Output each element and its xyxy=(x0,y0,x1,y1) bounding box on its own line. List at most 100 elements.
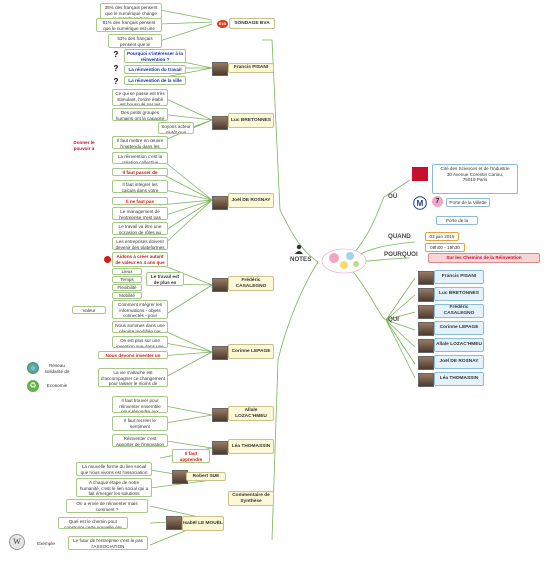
casalegno-tag[interactable]: Flexibilité xyxy=(112,284,142,291)
globe-icon xyxy=(27,362,39,374)
qui-person-node[interactable]: Joël DE ROSNAY xyxy=(434,355,484,369)
person-allale-lozachmeu[interactable]: Allale LOZAC'HMEU xyxy=(228,406,274,421)
alert-icon xyxy=(104,256,111,263)
qui-person-node[interactable]: Francis PISANI xyxy=(434,270,484,284)
lozac-note-1[interactable]: Il faut trouver pour réinventer ensemble… xyxy=(112,396,168,413)
casalegno-note-1[interactable]: Aidons à créer autant de valeur en 4 ans… xyxy=(112,252,168,267)
lepage-note-1[interactable]: Nous sommes dans une planète modifiée pa… xyxy=(112,321,168,333)
qui-person-node[interactable]: Frédéric CASALEGNO xyxy=(434,304,484,318)
pisani-avatar xyxy=(212,62,228,76)
lepage-note-2[interactable]: On est plus sur une invention que dans u… xyxy=(112,336,168,348)
person-luc-bretonnes[interactable]: Luc BRETONNES xyxy=(228,113,274,128)
qui-avatar xyxy=(418,271,434,285)
lepage-side-note-1[interactable]: Réseau solidarité de vivre xyxy=(40,362,74,374)
branch-pourquoi: POURQUOI xyxy=(384,251,418,258)
center-image xyxy=(320,246,368,276)
rosnay-note-4[interactable]: Il ne faut pas réinventer l'avenir xyxy=(112,197,168,205)
synthese-node[interactable]: Commentaire de Synthèse xyxy=(228,491,274,506)
metro-logo-icon: M xyxy=(413,196,427,210)
lozac-note-2[interactable]: Il faut recréer le sentiment d'appartena… xyxy=(112,416,168,431)
mouel-avatar xyxy=(166,516,182,530)
metro-station-node[interactable]: Porte de la Villette xyxy=(446,198,490,207)
venue-node[interactable]: Cité des Sciences et de l'Industrie 30 A… xyxy=(432,164,518,194)
question-mark-icon-2: ? xyxy=(113,64,119,73)
casalegno-tag[interactable]: Mobilité xyxy=(112,292,142,299)
person-frederic-casalegno[interactable]: Frédéric CASALEGNO xyxy=(228,276,274,291)
sondage-note-3[interactable]: 53% des français pensent que le numériqu… xyxy=(108,34,162,48)
qui-avatar xyxy=(418,305,434,319)
mouel-note-2[interactable]: Quel est le chemin pour construire cette… xyxy=(58,517,128,529)
question-node-3[interactable]: La réinvention de la ville ? xyxy=(124,76,186,85)
bretonnes-note-3[interactable]: Soyons acteur plutôt que critique xyxy=(158,122,194,134)
thomassin-avatar xyxy=(212,441,228,455)
rosnay-note-3[interactable]: Il faut intégrer les calculs dans votre … xyxy=(112,180,168,193)
question-mark-icon-1: ? xyxy=(113,50,119,59)
svg-text:M: M xyxy=(417,199,424,208)
mouel-side-note[interactable]: Exemple Wikipedia xyxy=(26,540,66,548)
mouel-note-3[interactable]: Le futur de l'entreprise c'est le pas l'… xyxy=(68,536,148,550)
thomassin-note-2[interactable]: Il faut apprendre l'entrepreneuriat xyxy=(172,449,210,463)
sue-note-2[interactable]: A chaque étape de notre humanité, c'est … xyxy=(76,478,152,497)
notes-icon xyxy=(294,244,304,254)
qui-avatar xyxy=(418,373,434,387)
person-lea-thomassin[interactable]: Léa THOMASSIN xyxy=(228,439,274,454)
qui-avatar xyxy=(418,339,434,353)
lepage-note-3[interactable]: Nous devons inventer un nouveau monde xyxy=(98,351,168,359)
person-isabel-le-mouel[interactable]: Isabël LE MOUËL xyxy=(182,516,224,531)
bretonnes-side-note[interactable]: Donner le pouvoir à l'équipe projet xyxy=(73,140,95,151)
casalegno-side-note[interactable]: Valeur ajoutée xyxy=(72,306,106,314)
lepage-note-4[interactable]: La vie s'attache est d'accompagner ce ch… xyxy=(98,368,168,387)
casalegno-tag[interactable]: Temps xyxy=(112,276,142,283)
metro-line-badge: 7 xyxy=(432,196,443,207)
bretonnes-note-1[interactable]: Ce qui se passe est très stimulant, l'or… xyxy=(112,89,168,106)
venue-name: Cité des Sciences et de l'Industrie xyxy=(440,166,510,171)
universcience-logo-icon xyxy=(412,167,428,181)
qui-person-node[interactable]: Allale LOZAC'HMEU xyxy=(434,338,484,352)
bretonnes-avatar xyxy=(212,116,228,130)
qui-person-node[interactable]: Luc BRETONNES xyxy=(434,287,484,301)
question-mark-icon-3: ? xyxy=(113,77,119,86)
branch-ou: OÙ xyxy=(388,193,398,200)
venue-address-line1: 30 Avenue Corentin Cariou, xyxy=(446,171,504,177)
rosnay-note-2[interactable]: Il faut passer de l'emploi au travail xyxy=(112,168,168,176)
rosnay-note-6[interactable]: Le travail va être une occasion de rôles… xyxy=(112,222,168,235)
branch-quand: QUAND xyxy=(388,233,411,240)
casalegno-avatar xyxy=(212,278,228,292)
qui-person-node[interactable]: Léa THOMASSIN xyxy=(434,372,484,386)
casalegno-note-2[interactable]: Le travail est de plus en plus mixté xyxy=(146,272,184,286)
person-robert-sue[interactable]: Robert SUE xyxy=(186,472,226,481)
thomassin-note-1[interactable]: Réinventer c'est Apporter de l'innovatio… xyxy=(112,434,168,447)
wikipedia-icon: W xyxy=(9,534,25,550)
lepage-avatar xyxy=(212,346,228,360)
sondage-note-1[interactable]: 35% des français pensent que le numériqu… xyxy=(100,3,162,19)
person-francis-pisani[interactable]: Francis PISANI xyxy=(228,63,274,73)
branch-qui: QUI xyxy=(388,316,400,323)
qui-person-node[interactable]: Corinne LEPAGE xyxy=(434,321,484,335)
rosnay-note-1[interactable]: La réinvention c'est la création collect… xyxy=(112,152,168,164)
recycle-icon: ♻ xyxy=(27,380,39,392)
qui-avatar xyxy=(418,288,434,302)
rosnay-note-5[interactable]: Le management de l'entreprise n'est pas … xyxy=(112,207,168,220)
sondage-note-1-text: 35% des français pensent que le numériqu… xyxy=(104,5,158,18)
notes-label: NOTES xyxy=(290,256,312,263)
lepage-side-note-2[interactable]: Economie circulaire xyxy=(40,382,74,390)
venue-address-line2: 75019 Paris xyxy=(462,177,488,183)
date-node[interactable]: 03 juin 2015 xyxy=(425,232,459,241)
question-node-1[interactable]: Pourquoi s'intéresser à la réinvention ? xyxy=(124,49,186,63)
bretonnes-note-4[interactable]: Il faut mettre en œuvre l'inattendu dans… xyxy=(112,136,168,149)
person-joel-de-rosnay[interactable]: Joël DE ROSNAY xyxy=(228,193,274,208)
person-corinne-lepage[interactable]: Corinne LEPAGE xyxy=(228,344,274,359)
casalegno-tag[interactable]: Lieux xyxy=(112,268,142,275)
sue-note-1[interactable]: La nouvelle forme du lien social que nou… xyxy=(76,462,152,476)
casalegno-note-3[interactable]: Comment intégrer les informations - obje… xyxy=(112,300,168,319)
sondage-note-2[interactable]: 81% des français pensent que le numériqu… xyxy=(96,18,162,32)
pourquoi-node[interactable]: Sur les Chemins de la Réinvention xyxy=(428,253,540,263)
lozac-avatar xyxy=(212,408,228,422)
sondage-bva-node[interactable]: SONDAGE BVA xyxy=(229,18,275,29)
bretonnes-note-2[interactable]: Des petits groupes humains ont la capaci… xyxy=(112,108,168,121)
time-node[interactable]: 09h00 - 19h30 xyxy=(425,243,465,252)
rosnay-note-7[interactable]: Les entreprises doivent devenir des plat… xyxy=(112,237,168,250)
question-node-2[interactable]: La réinvention du travail ? xyxy=(124,65,186,74)
metro-station-node-2[interactable]: Porte de la Villette xyxy=(436,216,478,225)
mouel-note-1[interactable]: On a envie de réinventer mais comment ? xyxy=(66,499,148,513)
